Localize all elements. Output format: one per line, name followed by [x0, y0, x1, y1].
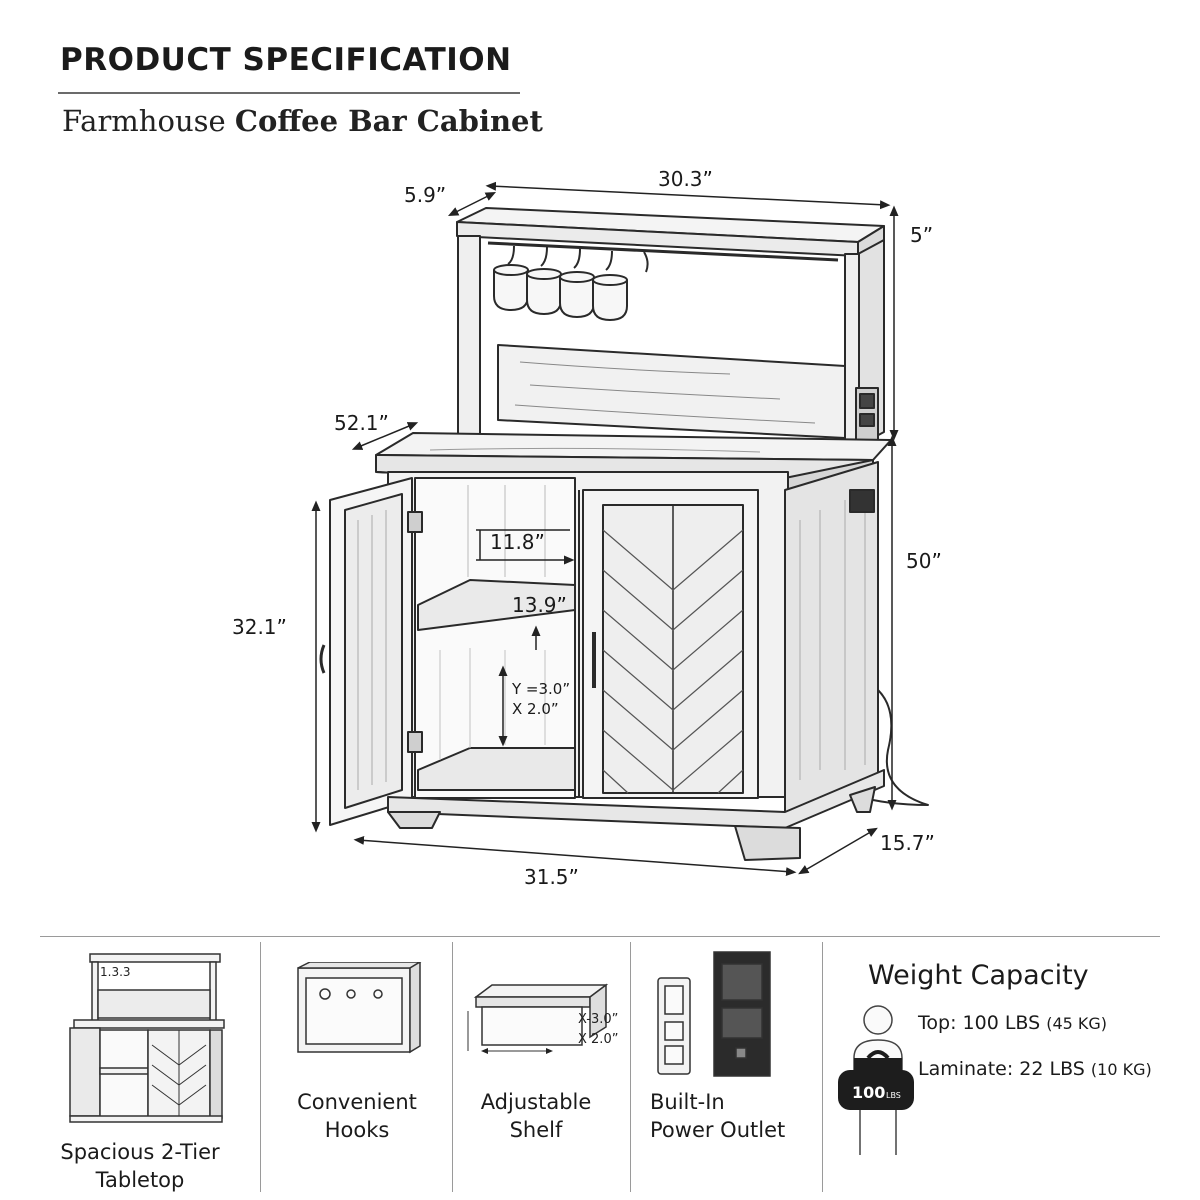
power-outlet-icon: [657, 951, 771, 1077]
dim-hutch-height: 5”: [910, 223, 933, 247]
weight-capacity-title: Weight Capacity: [868, 960, 1089, 991]
mug-rod: [487, 241, 839, 262]
dim-door-height: 32.1”: [232, 615, 287, 639]
feature-separator: [260, 942, 261, 1192]
feature-label-line: Tabletop: [95, 1168, 185, 1192]
hutch-top-board: [456, 207, 885, 257]
feature-label-line: Convenient: [297, 1090, 417, 1114]
dim-line-tabletop: [351, 422, 419, 450]
cabinet-thumbnail-icon: 1.3.3: [69, 953, 225, 1123]
dim-line-base-depth: [798, 827, 878, 875]
weight-top-metric: (45 KG): [1046, 1014, 1108, 1033]
badge-value: 100: [852, 1083, 885, 1102]
feature-label-line: Built-In: [650, 1090, 725, 1114]
thumbnail-dim-text: 1.3.3: [100, 965, 131, 979]
title-underline: [58, 92, 520, 94]
dim-line-top-depth: [447, 191, 497, 217]
weight-top-value: 100 LBS: [962, 1012, 1041, 1034]
dim-line-top-width: [485, 181, 891, 210]
feature-label-line: Shelf: [509, 1118, 563, 1142]
feature-label-tabletop: Spacious 2-Tier Tabletop: [40, 1138, 240, 1194]
page-title: PRODUCT SPECIFICATION: [60, 42, 512, 78]
hutch-back-panel: [497, 344, 846, 439]
feature-label-line: Adjustable: [480, 1090, 592, 1114]
dim-base-width: 31.5”: [524, 865, 579, 889]
feature-separator: [452, 942, 453, 1192]
shelf-adjust-text-2: X 2.0”: [578, 1032, 618, 1047]
dim-base-depth: 15.7”: [880, 831, 935, 855]
feature-label-line: Power Outlet: [650, 1118, 786, 1142]
dim-top-width: 30.3”: [658, 167, 713, 191]
dim-top-depth: 5.9”: [404, 183, 446, 207]
feature-separator: [630, 942, 631, 1192]
subtitle-prefix: Farmhouse: [62, 104, 226, 138]
person-with-weight-icon: 100 LBS: [838, 1005, 914, 1155]
dim-shelf-width: 13.9”: [512, 593, 567, 617]
feature-separator: [822, 942, 823, 1192]
cabinet-drawing: 30.3” 5.9” 5” 52.1” 50” 32.1” 11.8” 13.9…: [232, 167, 942, 889]
left-door-open: [319, 477, 423, 826]
hutch-side-panels: [457, 235, 885, 447]
weight-top-row: Top: 100 LBS (45 KG): [918, 1012, 1107, 1034]
weight-laminate-metric: (10 KG): [1090, 1060, 1152, 1079]
adjustable-shelf: [417, 579, 576, 631]
weight-top-label: Top:: [918, 1012, 957, 1034]
feature-strip-divider: [40, 936, 1160, 937]
shelf-adjust-text-1: X-3.0”: [578, 1012, 618, 1027]
weight-laminate-row: Laminate: 22 LBS (10 KG): [918, 1058, 1152, 1080]
badge-unit: LBS: [886, 1091, 901, 1100]
feature-label-outlet: Built-In Power Outlet: [636, 1088, 832, 1144]
dim-shelf-gap: 11.8”: [490, 530, 545, 554]
weight-laminate-value: 22 LBS: [1019, 1058, 1085, 1080]
hinge-icon: [407, 511, 423, 533]
feature-label-hooks: Convenient Hooks: [262, 1088, 452, 1144]
subtitle-bold: Coffee Bar Cabinet: [234, 104, 543, 138]
feature-label-shelf: Adjustable Shelf: [446, 1088, 626, 1144]
dim-adjust-y: Y =3.0”: [511, 680, 570, 698]
product-subtitle: Farmhouse Coffee Bar Cabinet: [62, 104, 543, 138]
dim-tabletop-height: 52.1”: [334, 411, 389, 435]
dim-adjust-x: X 2.0”: [512, 700, 559, 718]
hutch-outlet-icon: [855, 387, 879, 443]
right-door-chevron: [578, 489, 759, 799]
feature-label-line: Hooks: [324, 1118, 390, 1142]
side-outlet-icon: [849, 489, 875, 513]
dim-total-height: 50”: [906, 549, 942, 573]
mugs: [493, 245, 649, 321]
cabinet-interior: [414, 477, 576, 799]
weight-laminate-label: Laminate:: [918, 1058, 1014, 1080]
hinge-icon: [407, 731, 423, 753]
hooks-icon: [297, 962, 422, 1054]
adjustable-shelf-icon: X-3.0” X 2.0”: [467, 983, 618, 1054]
dim-line-base-width: [353, 835, 797, 877]
feature-label-line: Spacious 2-Tier: [60, 1140, 220, 1164]
